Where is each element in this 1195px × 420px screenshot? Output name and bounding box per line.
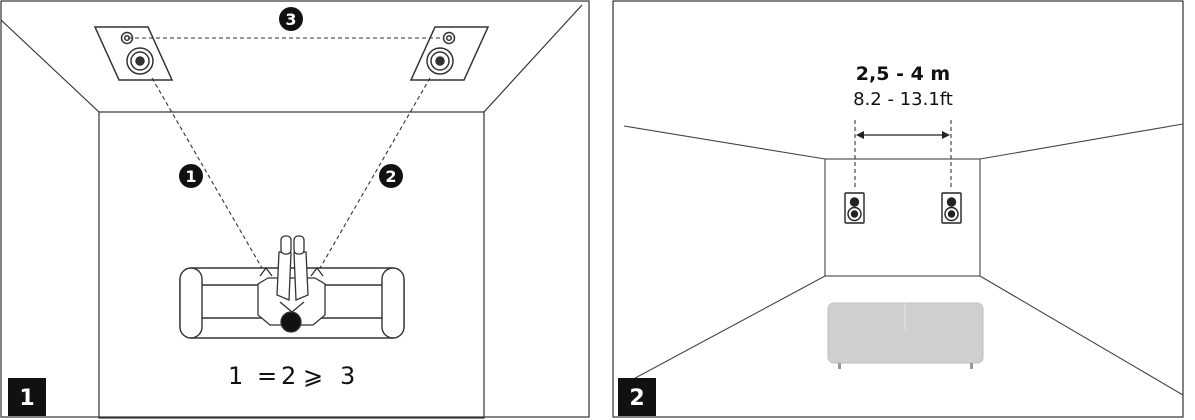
svg-text:1: 1 [19,386,34,411]
room-outline [0,4,583,419]
svg-text:2: 2 [629,386,644,411]
distance-formula: 1 = 2 ⩾ 3 [228,362,355,390]
ceiling-speaker-icon [93,26,174,81]
svg-text:⩾: ⩾ [303,362,323,390]
distance-imperial: 8.2 - 13.1ft [853,89,953,110]
distance-dimension-arrow [854,120,952,190]
panel-badge: 1 [8,378,46,416]
svg-text:2: 2 [281,362,296,390]
svg-text:=: = [257,362,277,390]
panel-frame [612,0,1184,418]
svg-text:3: 3 [285,10,296,29]
bookshelf-speaker-icon [844,192,865,224]
listener-icon [257,235,326,333]
marker-left-distance: 1 [179,164,203,188]
marker-speaker-gap: 3 [279,7,303,31]
front-view-diagram: 2,5 - 4 m 8.2 - 13.1ft [612,0,1184,418]
room-outline [623,123,1184,396]
marker-right-distance: 2 [379,164,403,188]
distance-lines [128,37,443,276]
sofa-icon [827,302,984,369]
top-view-diagram: 3 1 2 [0,0,590,419]
panel-frame [0,0,590,418]
left-distance-line [151,77,267,276]
right-distance-line [315,77,431,276]
panel-badge: 2 [618,378,656,416]
distance-metric: 2,5 - 4 m [856,63,950,85]
svg-text:2: 2 [385,167,396,186]
panel-2-front-view: 2,5 - 4 m 8.2 - 13.1ft [612,0,1195,420]
ceiling-speaker-icon [409,26,490,81]
sofa-icon [179,267,405,339]
panel-1-top-view: 3 1 2 [0,0,590,420]
svg-text:1: 1 [228,362,243,390]
svg-text:1: 1 [185,167,196,186]
svg-text:3: 3 [340,362,355,390]
bookshelf-speaker-icon [941,192,962,224]
